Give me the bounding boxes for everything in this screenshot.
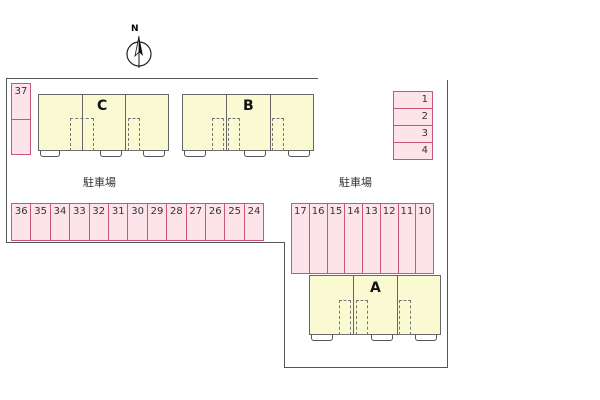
parking-label: 駐車場 [339, 176, 372, 189]
building-a-wall [353, 275, 354, 335]
building-c-stair [128, 118, 140, 151]
parking-space-29: 29 [146, 203, 168, 241]
parking-space-30: 30 [127, 203, 148, 241]
space-number: 2 [421, 111, 428, 122]
parking-space-16: 16 [308, 203, 328, 274]
space-number: 30 [131, 206, 144, 217]
parking-space-10: 10 [415, 203, 434, 274]
space-number: 12 [382, 206, 396, 217]
space-number: 17 [294, 206, 307, 217]
building-b-step [244, 151, 266, 157]
parking-space-37: 37 [11, 83, 31, 155]
space-divider [12, 119, 30, 120]
building-c-step [143, 151, 165, 157]
building-a-stair [356, 300, 368, 335]
parking-space-33: 33 [69, 203, 90, 241]
space-number: 25 [228, 206, 241, 217]
building-c-step [100, 151, 122, 157]
space-number: 31 [111, 206, 125, 217]
parking-space-34: 34 [49, 203, 71, 241]
space-number: 1 [421, 94, 428, 105]
parking-space-13: 13 [362, 203, 381, 274]
parking-space-31: 31 [108, 203, 129, 241]
space-number: 28 [170, 206, 183, 217]
space-number: 15 [329, 206, 343, 217]
space-number: 4 [421, 145, 428, 156]
space-number: 11 [400, 206, 414, 217]
lot-edge-left [6, 242, 285, 243]
parking-space-35: 35 [30, 203, 51, 241]
space-number: 13 [365, 206, 378, 217]
space-number: 37 [14, 86, 28, 97]
compass-label: N [131, 24, 139, 34]
building-a-step [311, 335, 333, 341]
space-number: 24 [247, 206, 261, 217]
space-number: 34 [53, 206, 67, 217]
building-b-stair [228, 118, 240, 151]
space-number: 36 [14, 206, 28, 217]
parking-space-24: 24 [243, 203, 265, 241]
building-a-step [415, 335, 437, 341]
space-number: 33 [73, 206, 86, 217]
building-c-wall [125, 94, 126, 151]
parking-space-1: 1 [393, 91, 433, 109]
building-c-label: C [97, 98, 108, 114]
building-a-wall [397, 275, 398, 335]
building-b-step [288, 151, 310, 157]
building-a-stair [399, 300, 411, 335]
building-b-wall [226, 94, 227, 151]
parking-space-14: 14 [344, 203, 363, 274]
space-number: 14 [347, 206, 360, 217]
space-number: 29 [150, 206, 164, 217]
parking-space-25: 25 [224, 203, 245, 241]
parking-space-2: 2 [393, 108, 433, 126]
space-number: 26 [208, 206, 222, 217]
parking-space-32: 32 [88, 203, 109, 241]
building-c-wall [82, 94, 83, 151]
parking-space-3: 3 [393, 125, 433, 143]
parking-space-36: 36 [11, 203, 32, 241]
building-a-stair [339, 300, 351, 335]
building-b-label: B [243, 98, 254, 114]
space-number: 27 [189, 206, 203, 217]
building-b-wall [270, 94, 271, 151]
parking-space-15: 15 [326, 203, 346, 274]
parking-space-4: 4 [393, 142, 433, 160]
parking-space-26: 26 [205, 203, 226, 241]
building-a-label: A [370, 280, 381, 296]
parking-space-28: 28 [166, 203, 187, 241]
parking-space-17: 17 [291, 203, 310, 274]
building-b-stair [272, 118, 284, 151]
building-b-stair [212, 118, 224, 151]
parking-space-12: 12 [379, 203, 399, 274]
lot-top-gap [318, 74, 448, 80]
parking-space-11: 11 [397, 203, 417, 274]
space-number: 32 [92, 206, 106, 217]
building-c [38, 94, 169, 151]
building-b-step [184, 151, 206, 157]
space-number: 35 [34, 206, 47, 217]
building-a [309, 275, 441, 335]
space-number: 3 [421, 128, 428, 139]
space-number: 10 [418, 206, 431, 217]
parking-space-27: 27 [185, 203, 206, 241]
building-c-step [40, 151, 60, 157]
space-number: 16 [311, 206, 325, 217]
building-b [182, 94, 314, 151]
building-a-step [371, 335, 393, 341]
parking-label: 駐車場 [83, 176, 116, 189]
